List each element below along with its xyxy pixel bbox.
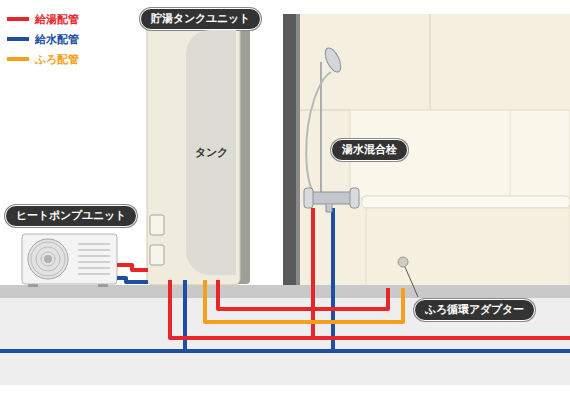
legend-swatch [7,37,29,41]
ground [0,298,570,385]
legend-text: 給水配管 [35,32,79,47]
vent-slat [78,273,110,275]
vent-slat [78,249,110,251]
legend: 給湯配管給水配管ふろ配管 [7,9,79,69]
legend-swatch [7,17,29,21]
tank-shape: タンク [186,30,236,275]
legend-row: 給水配管 [7,29,79,49]
fan-ring [31,242,65,276]
tag-text: ヒートポンプユニット [16,209,126,222]
legend-text: 給湯配管 [35,12,79,27]
unit-tag: 貯湯タンクユニット [140,8,261,30]
legend-row: 給湯配管 [7,9,79,29]
part-tag: 湯水混合栓 [331,139,408,161]
legend-text: ふろ配管 [35,52,79,67]
bath-wall [300,14,570,286]
tub-rim [362,196,570,208]
legend-swatch [7,57,29,61]
unit-tag: ヒートポンプユニット [5,205,137,227]
fan-ring [36,247,60,271]
heat-pump-body [22,234,117,284]
tank-label: タンク [195,145,228,160]
tag-text: 湯水混合栓 [342,143,397,156]
fan-ring [41,252,55,266]
vent-slat [78,267,110,269]
vent-slat [78,243,110,245]
pipes [0,208,570,351]
bath-side-wall [283,14,300,286]
bathtub [366,208,570,286]
leader-line [405,267,418,297]
floor [0,285,570,298]
vent-slat [78,261,110,263]
tag-text: ふろ循環アダプター [425,303,524,316]
tank-unit-body [147,12,240,285]
shower-head [322,46,344,75]
fan [28,239,68,279]
part-tag: ふろ循環アダプター [414,299,535,321]
bath-adapter [398,257,408,267]
legend-row: ふろ配管 [7,49,79,69]
vent-slat [78,255,110,257]
tag-text: 貯湯タンクユニット [151,12,250,25]
